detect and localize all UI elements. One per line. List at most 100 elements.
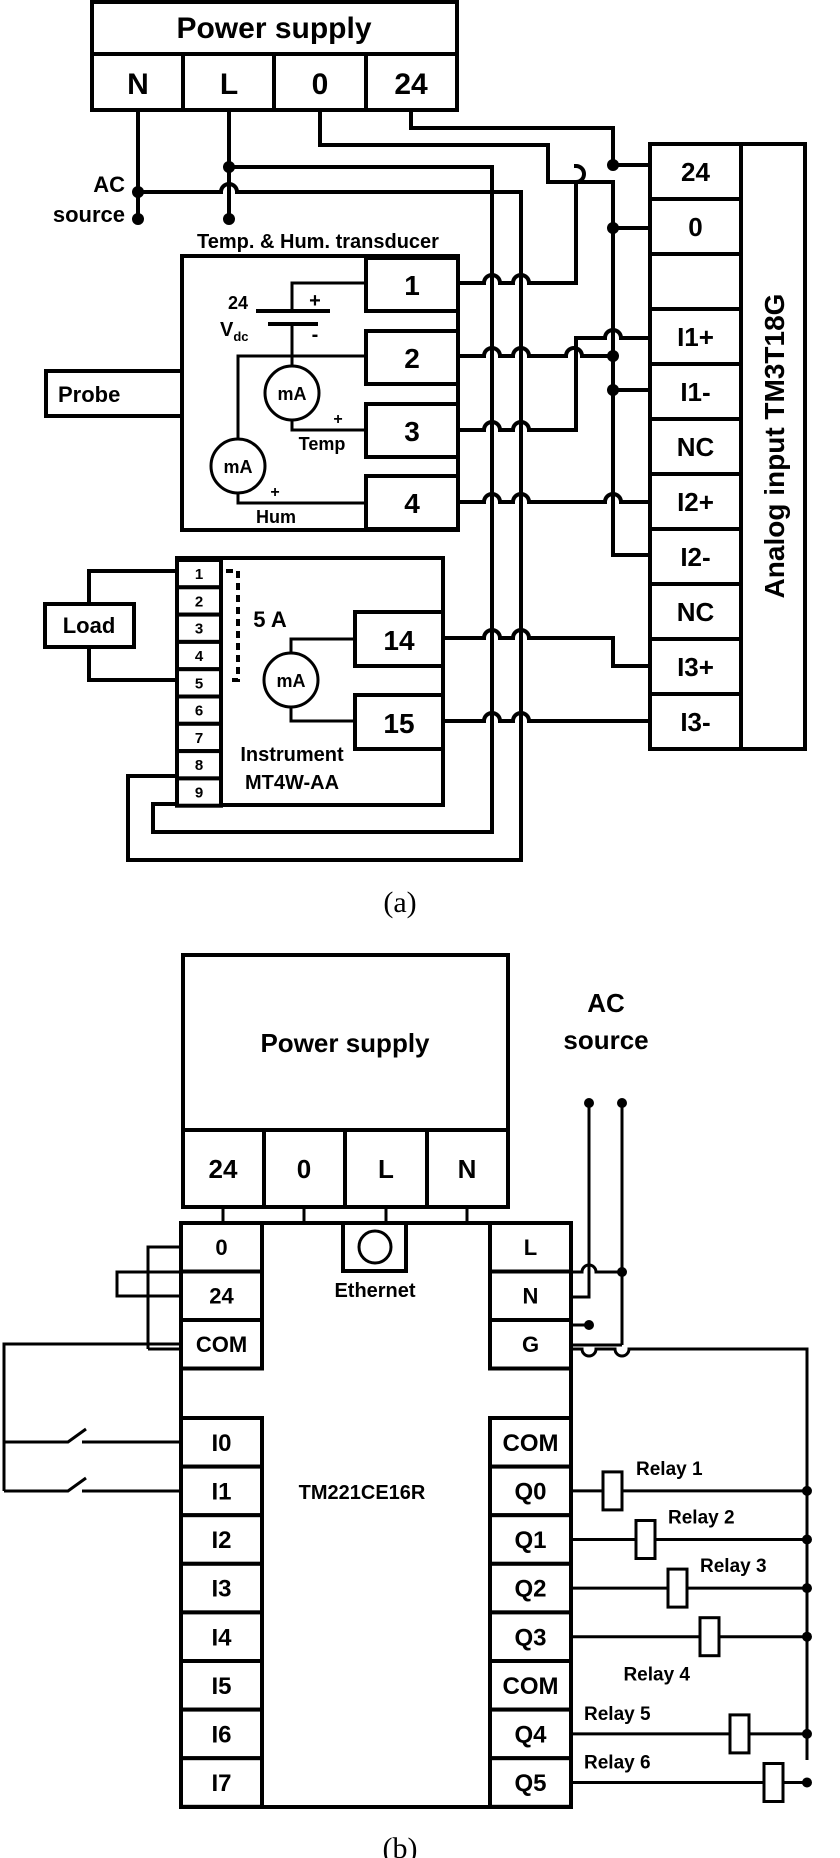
plc-left-terminal-label: COM bbox=[196, 1332, 247, 1357]
plc-output-0 bbox=[488, 1416, 573, 1469]
relay-coil-icon bbox=[698, 1616, 721, 1658]
instrument-pin-label: 3 bbox=[195, 621, 203, 638]
plc-input-label: I0 bbox=[211, 1430, 231, 1457]
ac-source-b-line2: source bbox=[563, 1025, 648, 1055]
plc-output-label: Q1 bbox=[514, 1527, 546, 1554]
diagram-a: Power supply N L 0 24 AC source bbox=[43, 0, 807, 919]
instrument-pin-5 bbox=[175, 694, 223, 726]
instrument-name: Instrument bbox=[240, 744, 344, 766]
analog-terminal-10 bbox=[648, 692, 743, 751]
plc-input-label: I3 bbox=[211, 1576, 231, 1603]
relay-label-6: Relay 6 bbox=[584, 1753, 651, 1774]
temp-meter-label: mA bbox=[277, 384, 306, 404]
battery-voltage: 24 bbox=[228, 293, 248, 313]
ps-b-terminal-0: 0 bbox=[297, 1154, 311, 1184]
plc-input-2 bbox=[179, 1513, 264, 1566]
instrument-pin-label: 5 bbox=[195, 675, 203, 692]
plc-left-terminal-2 bbox=[179, 1318, 264, 1371]
junction-dot bbox=[802, 1485, 812, 1496]
relay-coil-icon bbox=[728, 1713, 751, 1755]
ethernet-label: Ethernet bbox=[334, 1280, 415, 1302]
plc-output-6 bbox=[488, 1707, 573, 1761]
transducer-terminal-1-label: 1 bbox=[404, 270, 420, 301]
transducer-terminal-4-label: 4 bbox=[404, 488, 420, 519]
junction-dot bbox=[802, 1728, 812, 1739]
analog-terminal-label: I3+ bbox=[677, 652, 714, 682]
plc-input-label: I1 bbox=[211, 1479, 231, 1506]
instrument-pin-3 bbox=[175, 639, 223, 672]
plc-input-1 bbox=[179, 1464, 264, 1518]
plc-input-3 bbox=[179, 1561, 264, 1615]
analog-terminal-5 bbox=[648, 417, 743, 476]
diagram-b: Power supply 24 0 L N AC source bbox=[2, 953, 812, 1858]
plc-input-label: I6 bbox=[211, 1722, 231, 1749]
junction-dot bbox=[802, 1534, 812, 1545]
plc-output-label: COM bbox=[503, 1673, 559, 1700]
analog-terminal-label: I1+ bbox=[677, 322, 714, 352]
analog-terminal-label: I2+ bbox=[677, 487, 714, 517]
transducer-terminal-3-label: 3 bbox=[404, 416, 420, 447]
battery-icon bbox=[256, 281, 366, 365]
ps-b-terminal-24: 24 bbox=[209, 1154, 238, 1184]
instrument-model: MT4W-AA bbox=[245, 772, 339, 794]
probe-label: Probe bbox=[58, 382, 120, 407]
analog-terminal-label: NC bbox=[677, 597, 715, 627]
instrument-pin-0 bbox=[175, 558, 223, 590]
power-supply-a-title: Power supply bbox=[176, 12, 371, 45]
relay-coil-icon bbox=[634, 1519, 657, 1560]
ps-a-terminal-n: N bbox=[127, 68, 149, 101]
temp-label: Temp bbox=[299, 434, 346, 454]
analog-terminal-label: 24 bbox=[681, 157, 710, 187]
load-label: Load bbox=[63, 613, 116, 638]
plc-right-terminal-2 bbox=[488, 1318, 573, 1371]
instrument-pin-label: 2 bbox=[195, 593, 203, 610]
plc-input-0 bbox=[179, 1416, 264, 1469]
plc-left-terminal-label: 0 bbox=[215, 1235, 227, 1260]
relay-label-4: Relay 4 bbox=[623, 1665, 690, 1686]
ac-source-a-line2: source bbox=[53, 202, 125, 227]
junction-dot bbox=[607, 159, 619, 171]
battery-unit: Vdc bbox=[220, 319, 249, 344]
instrument-terminal-15 bbox=[353, 693, 445, 751]
ps-b-terminal-l: L bbox=[378, 1154, 394, 1184]
ps-b-terminal-n: N bbox=[458, 1154, 477, 1184]
plc-input-label: I2 bbox=[211, 1527, 231, 1554]
junction-dot bbox=[607, 222, 619, 234]
plc-output-label: Q5 bbox=[514, 1770, 546, 1797]
plc-output-label: Q0 bbox=[514, 1479, 546, 1506]
ac-source-a-line1: AC bbox=[93, 172, 125, 197]
shunt-bracket bbox=[226, 569, 240, 682]
plc-supply-terminals: LNG bbox=[488, 1221, 573, 1371]
relay-label-1: Relay 1 bbox=[636, 1459, 703, 1480]
transducer-terminal-2-label: 2 bbox=[404, 343, 420, 374]
junction-dot bbox=[617, 1267, 627, 1277]
plc-left-terminal-label: 24 bbox=[209, 1284, 234, 1309]
plc-right-terminal-label: N bbox=[523, 1284, 539, 1309]
plc-input-7 bbox=[179, 1756, 264, 1809]
analog-terminal-label: NC bbox=[677, 432, 715, 462]
junction-dot bbox=[802, 1777, 812, 1788]
plc-output-label: COM bbox=[503, 1430, 559, 1457]
hum-plus: + bbox=[270, 484, 279, 501]
analog-terminal-9 bbox=[648, 637, 743, 696]
relay-label-3: Relay 3 bbox=[700, 1556, 767, 1577]
temp-plus: + bbox=[333, 411, 342, 428]
plc-output-label: Q3 bbox=[514, 1624, 546, 1651]
power-supply-b: Power supply 24 0 L N bbox=[181, 953, 510, 1209]
instrument-pin-1 bbox=[175, 585, 223, 617]
power-supply-b-title: Power supply bbox=[260, 1028, 430, 1058]
relay-coil-icon bbox=[666, 1567, 689, 1609]
plc-right-terminal-1 bbox=[488, 1269, 573, 1322]
junction-dot bbox=[584, 1320, 594, 1330]
probe-box bbox=[44, 369, 184, 418]
instrument-meter-label: mA bbox=[276, 671, 305, 691]
plc-output-label: Q2 bbox=[514, 1576, 546, 1603]
analog-terminal-label: I1- bbox=[680, 377, 710, 407]
instrument-terminal-14 bbox=[353, 610, 445, 668]
